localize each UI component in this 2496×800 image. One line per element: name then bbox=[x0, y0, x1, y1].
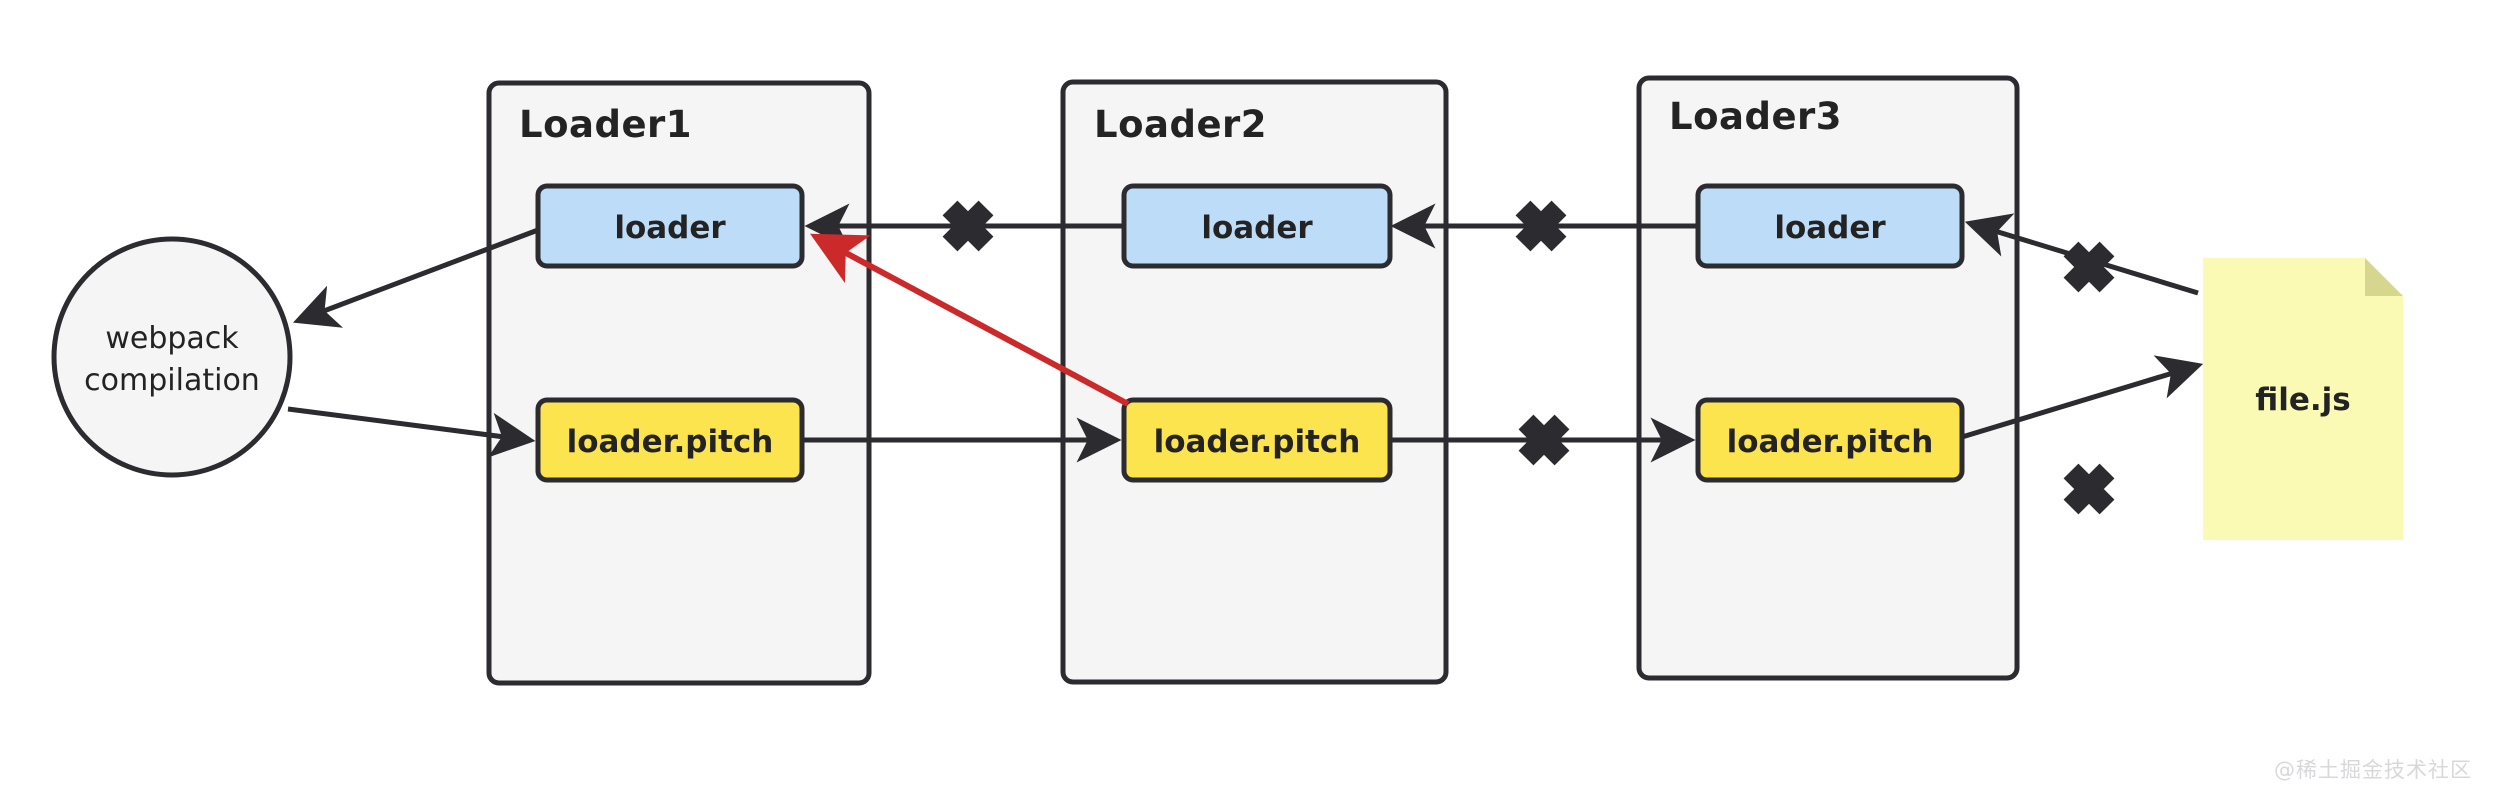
group-loader2-title: Loader2 bbox=[1094, 103, 1267, 146]
group-loader1-title: Loader1 bbox=[519, 103, 692, 146]
edge-line bbox=[292, 227, 539, 328]
x-marker-loader2-loader1 bbox=[942, 200, 994, 252]
node-loader1-loader[interactable]: loader bbox=[535, 183, 805, 269]
edge-line bbox=[1961, 355, 2204, 440]
node-loader1-pitch[interactable]: loader.pitch bbox=[535, 397, 805, 483]
close-icon bbox=[2063, 463, 2115, 515]
close-icon bbox=[1515, 200, 1567, 252]
loader1-pitch-label: loader.pitch bbox=[567, 424, 774, 460]
group-loader2-frame[interactable] bbox=[1060, 79, 1449, 685]
node-loader2-loader[interactable]: loader bbox=[1121, 183, 1393, 269]
loader3-loader-box[interactable] bbox=[1695, 183, 1965, 269]
loader2-loader-box[interactable] bbox=[1121, 183, 1393, 269]
loader1-pitch-box[interactable] bbox=[535, 397, 805, 483]
watermark: @稀土掘金技术社区 bbox=[2274, 758, 2472, 782]
webpack-compilation-circle[interactable] bbox=[51, 236, 293, 478]
node-webpack-compilation[interactable]: webpack compilation bbox=[51, 236, 293, 478]
edge-loader1-loader-to-webpack bbox=[292, 227, 539, 328]
loader2-loader-label: loader bbox=[1201, 210, 1313, 246]
edge-loader3-pitch-to-file bbox=[1961, 355, 2204, 440]
file-js-label: file.js bbox=[2255, 382, 2350, 418]
close-icon bbox=[942, 200, 994, 252]
loader2-pitch-box[interactable] bbox=[1121, 397, 1393, 483]
group-loader2[interactable]: Loader2 bbox=[1060, 79, 1449, 685]
edge-loader2-pitch-to-loader1-loader-red bbox=[810, 233, 1130, 407]
group-loader3[interactable]: Loader3 bbox=[1636, 75, 2020, 681]
node-loader3-pitch[interactable]: loader.pitch bbox=[1695, 397, 1965, 483]
file-js-fold-icon bbox=[2365, 258, 2403, 296]
node-loader2-pitch[interactable]: loader.pitch bbox=[1121, 397, 1393, 483]
x-marker-loader3-loader2 bbox=[1515, 200, 1567, 252]
edge-webpack-to-loader1-pitch bbox=[287, 406, 536, 458]
edge-line bbox=[287, 406, 536, 458]
x-marker-pitch3-file bbox=[2063, 463, 2115, 515]
group-loader1-frame[interactable] bbox=[486, 80, 872, 686]
close-icon bbox=[2063, 241, 2115, 293]
loader1-loader-box[interactable] bbox=[535, 183, 805, 269]
x-marker-file-loader3 bbox=[2063, 241, 2115, 293]
webpack-compilation-label-line1: webpack bbox=[105, 321, 239, 356]
close-icon bbox=[1518, 414, 1570, 466]
loader3-loader-label: loader bbox=[1774, 210, 1886, 246]
loader3-pitch-box[interactable] bbox=[1695, 397, 1965, 483]
edge-line-red bbox=[810, 233, 1130, 407]
loader3-pitch-label: loader.pitch bbox=[1727, 424, 1934, 460]
node-file-js[interactable]: file.js bbox=[2203, 258, 2403, 540]
loader1-loader-label: loader bbox=[614, 210, 726, 246]
group-loader3-title: Loader3 bbox=[1669, 95, 1842, 138]
file-js-page[interactable] bbox=[2203, 258, 2403, 540]
group-loader1[interactable]: Loader1 bbox=[486, 80, 872, 686]
webpack-compilation-label-line2: compilation bbox=[84, 363, 260, 398]
x-marker-pitch2-pitch3 bbox=[1518, 414, 1570, 466]
node-loader3-loader[interactable]: loader bbox=[1695, 183, 1965, 269]
group-loader3-frame[interactable] bbox=[1636, 75, 2020, 681]
loader2-pitch-label: loader.pitch bbox=[1154, 424, 1361, 460]
